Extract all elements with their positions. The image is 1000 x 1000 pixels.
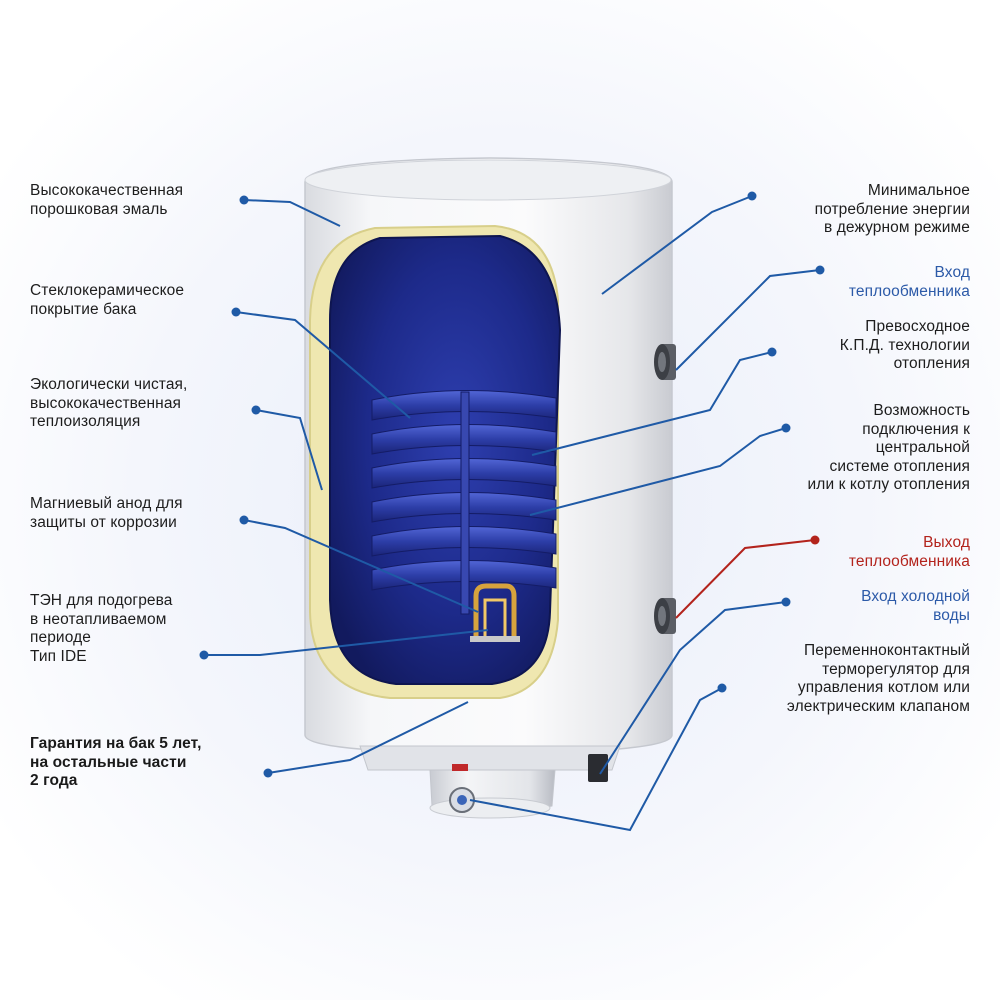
label-heater: ТЭН для подогрева в неотапливаемом перио…	[30, 592, 173, 666]
hx-outlet-nozzle	[654, 598, 676, 634]
label-anode: Магниевый анод для защиты от коррозии	[30, 495, 183, 532]
label-insulation: Экологически чистая, высококачественная …	[30, 376, 187, 432]
label-connection: Возможность подключения к центральной си…	[808, 402, 970, 495]
label-glass-ceramic: Стеклокерамическое покрытие бака	[30, 282, 184, 319]
label-efficiency: Превосходное К.П.Д. технологии отопления	[840, 318, 970, 374]
label-hx-outlet: Выход теплообменника	[849, 534, 970, 571]
label-standby: Минимальное потребление энергии в дежурн…	[815, 182, 970, 238]
label-thermostat: Переменноконтактный терморегулятор для у…	[787, 642, 970, 716]
label-hx-inlet: Вход теплообменника	[849, 264, 970, 301]
hx-inlet-nozzle	[654, 344, 676, 380]
label-enamel: Высококачественная порошковая эмаль	[30, 182, 183, 219]
label-warranty: Гарантия на бак 5 лет, на остальные част…	[30, 735, 202, 791]
label-cold-inlet: Вход холодной воды	[861, 588, 970, 625]
